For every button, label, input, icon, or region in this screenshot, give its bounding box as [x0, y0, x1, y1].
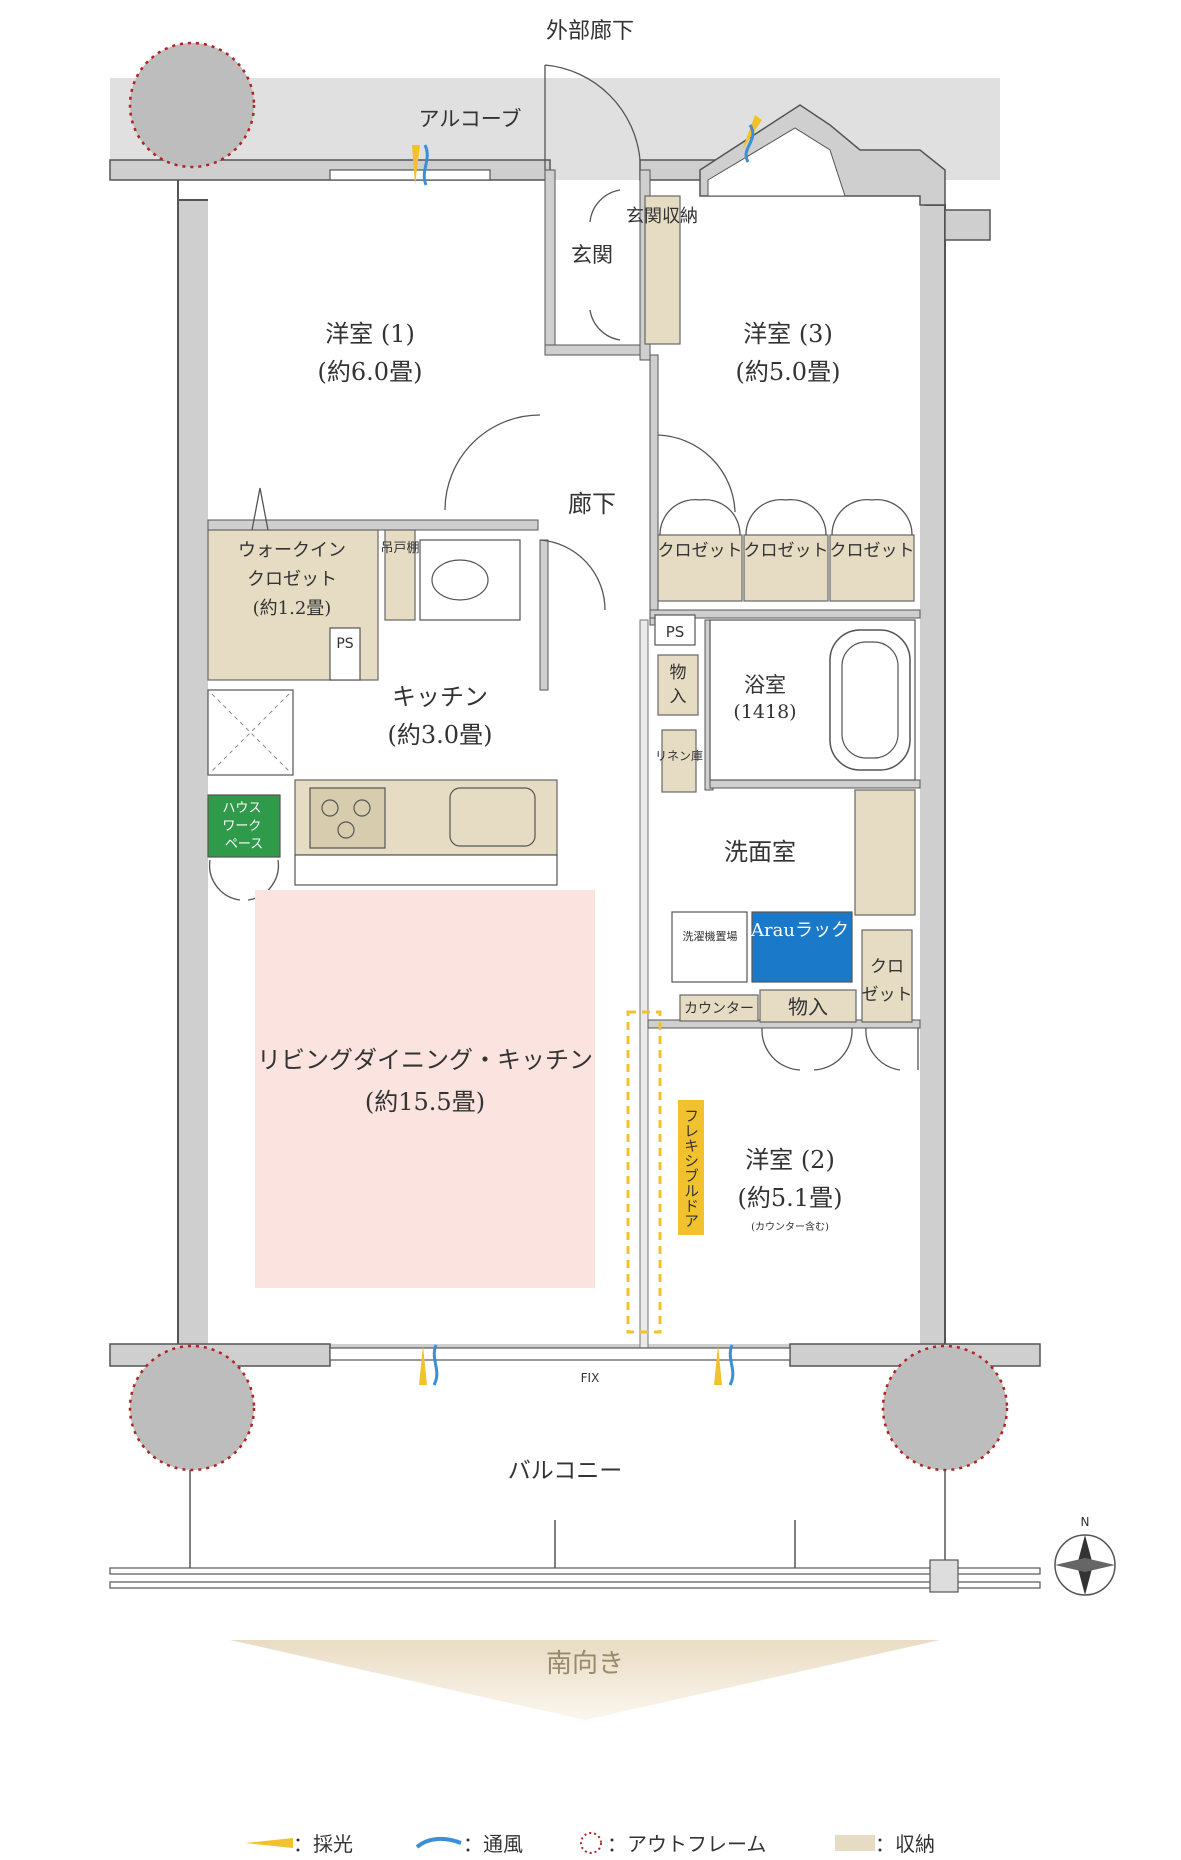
legend-outframe: ：アウトフレーム	[575, 1828, 766, 1857]
washroom-closet	[861, 929, 913, 1023]
wic-line2: クロゼット	[247, 569, 337, 590]
room3-size: (約5.0畳)	[736, 358, 841, 386]
balcony-window	[329, 1347, 791, 1361]
washroom-closet-label-1: クロ	[870, 957, 904, 977]
storage-room2	[759, 989, 857, 1023]
ps-box-right	[654, 614, 696, 646]
north-label: N	[1081, 1515, 1090, 1529]
closet-3-label: クロゼット	[830, 541, 915, 561]
fridge-space	[207, 689, 294, 776]
south-facing-label: 南向き	[546, 1649, 624, 1679]
daylight-icon	[245, 1837, 293, 1848]
room2-size: (約5.1畳)	[738, 1184, 843, 1212]
legend-storage: ：収納	[835, 1828, 935, 1857]
closet-1-label: クロゼット	[658, 541, 743, 561]
storage-small-label-1: 物	[670, 663, 687, 683]
wic-line3: (約1.2畳)	[253, 598, 332, 619]
room3-name: 洋室 (3)	[743, 320, 833, 348]
outframe-bottom-left	[128, 1344, 256, 1472]
bath-size: (1418)	[733, 701, 796, 723]
legend-storage-label: ：収納	[875, 1832, 935, 1856]
entrance-storage	[644, 195, 681, 345]
outside-corridor-label: 外部廊下	[546, 19, 634, 44]
kitchen-size: (約3.0畳)	[388, 721, 493, 749]
outframe-top-left	[128, 41, 256, 169]
entrance-door-swing-bottom	[589, 309, 621, 341]
washroom-closet-label-2: ゼット	[862, 985, 913, 1005]
balcony-rail	[109, 1567, 1041, 1575]
daylight-ventilation-markers	[412, 115, 762, 1386]
hanging-shelf-label: 吊戸棚	[380, 541, 419, 556]
legend-ventilation-label: ：通風	[463, 1832, 523, 1856]
counter	[679, 994, 759, 1022]
ps-right-label: PS	[666, 623, 685, 641]
storage-icon	[835, 1834, 875, 1851]
stove	[309, 787, 386, 849]
compass-icon: N	[1054, 1515, 1116, 1596]
room2-note: (カウンター含む)	[751, 1220, 829, 1233]
room2-name: 洋室 (2)	[745, 1146, 835, 1174]
room1-size: (約6.0畳)	[318, 358, 423, 386]
washer-label: 洗濯機置場	[683, 929, 738, 943]
south-facing-banner	[230, 1640, 940, 1720]
closet-2	[743, 534, 829, 602]
linen-storage	[661, 729, 697, 793]
fix-label: FIX	[581, 1371, 600, 1385]
hallway-label: 廊下	[568, 490, 616, 518]
ldk-name: リビングダイニング・キッチン	[257, 1046, 593, 1074]
linen-label: リネン庫	[655, 749, 703, 763]
legend-daylight: ：採光	[245, 1828, 353, 1857]
washer-space	[671, 911, 748, 983]
flexible-door-label: フレキシブルドア	[682, 1108, 700, 1228]
outframe-bottom-right	[881, 1344, 1009, 1472]
legend-ventilation: ：通風	[415, 1828, 523, 1857]
outframe-icon	[580, 1831, 602, 1854]
balcony-label: バルコニー	[508, 1458, 623, 1484]
closet-1	[657, 534, 743, 602]
toilet	[431, 559, 489, 601]
ps-box-left	[329, 627, 361, 681]
house-work-space	[207, 794, 281, 858]
ldk-highlight	[255, 890, 595, 1288]
ps-left-label: PS	[336, 636, 353, 652]
ldk-size: (約15.5畳)	[365, 1088, 485, 1116]
entrance-door-swing-top	[589, 189, 621, 223]
hanging-shelf	[384, 529, 416, 621]
window-room1	[329, 169, 491, 181]
ventilation-icon	[415, 1836, 462, 1849]
alcove-label: アルコーブ	[418, 107, 521, 131]
washroom-label: 洗面室	[724, 838, 796, 866]
wic-line1: ウォークイン	[238, 540, 346, 561]
flexible-door-label-bg	[678, 1100, 704, 1235]
storage-room2-label: 物入	[788, 995, 828, 1019]
room1-name: 洋室 (1)	[325, 320, 415, 348]
closet-3	[829, 534, 915, 602]
arau-rack	[751, 911, 853, 983]
legend-outframe-label: ：アウトフレーム	[607, 1832, 767, 1856]
house-work-space-label: ハウス ワーク ペース	[222, 801, 265, 852]
storage-small	[657, 654, 699, 716]
legend-daylight-label: ：採光	[293, 1832, 353, 1856]
washroom-vanity	[854, 789, 916, 916]
counter-label: カウンター	[684, 1001, 754, 1017]
sink	[449, 787, 536, 847]
room1-door	[444, 414, 541, 511]
flexible-door-outline	[626, 1010, 662, 1334]
room3-door	[657, 434, 736, 513]
storage-small-label-2: 入	[670, 687, 687, 707]
arau-rack-label: Arauラック	[750, 920, 849, 941]
front-door	[544, 64, 641, 170]
closet-2-label: クロゼット	[744, 541, 829, 561]
legend: ：採光 ：通風 ：アウトフレーム ：収納	[0, 1828, 1181, 1856]
bath-name: 浴室	[744, 673, 786, 697]
entrance-label: 玄関	[571, 243, 613, 267]
kitchen-name: キッチン	[392, 683, 488, 711]
entrance-storage-label: 玄関収納	[626, 206, 698, 227]
